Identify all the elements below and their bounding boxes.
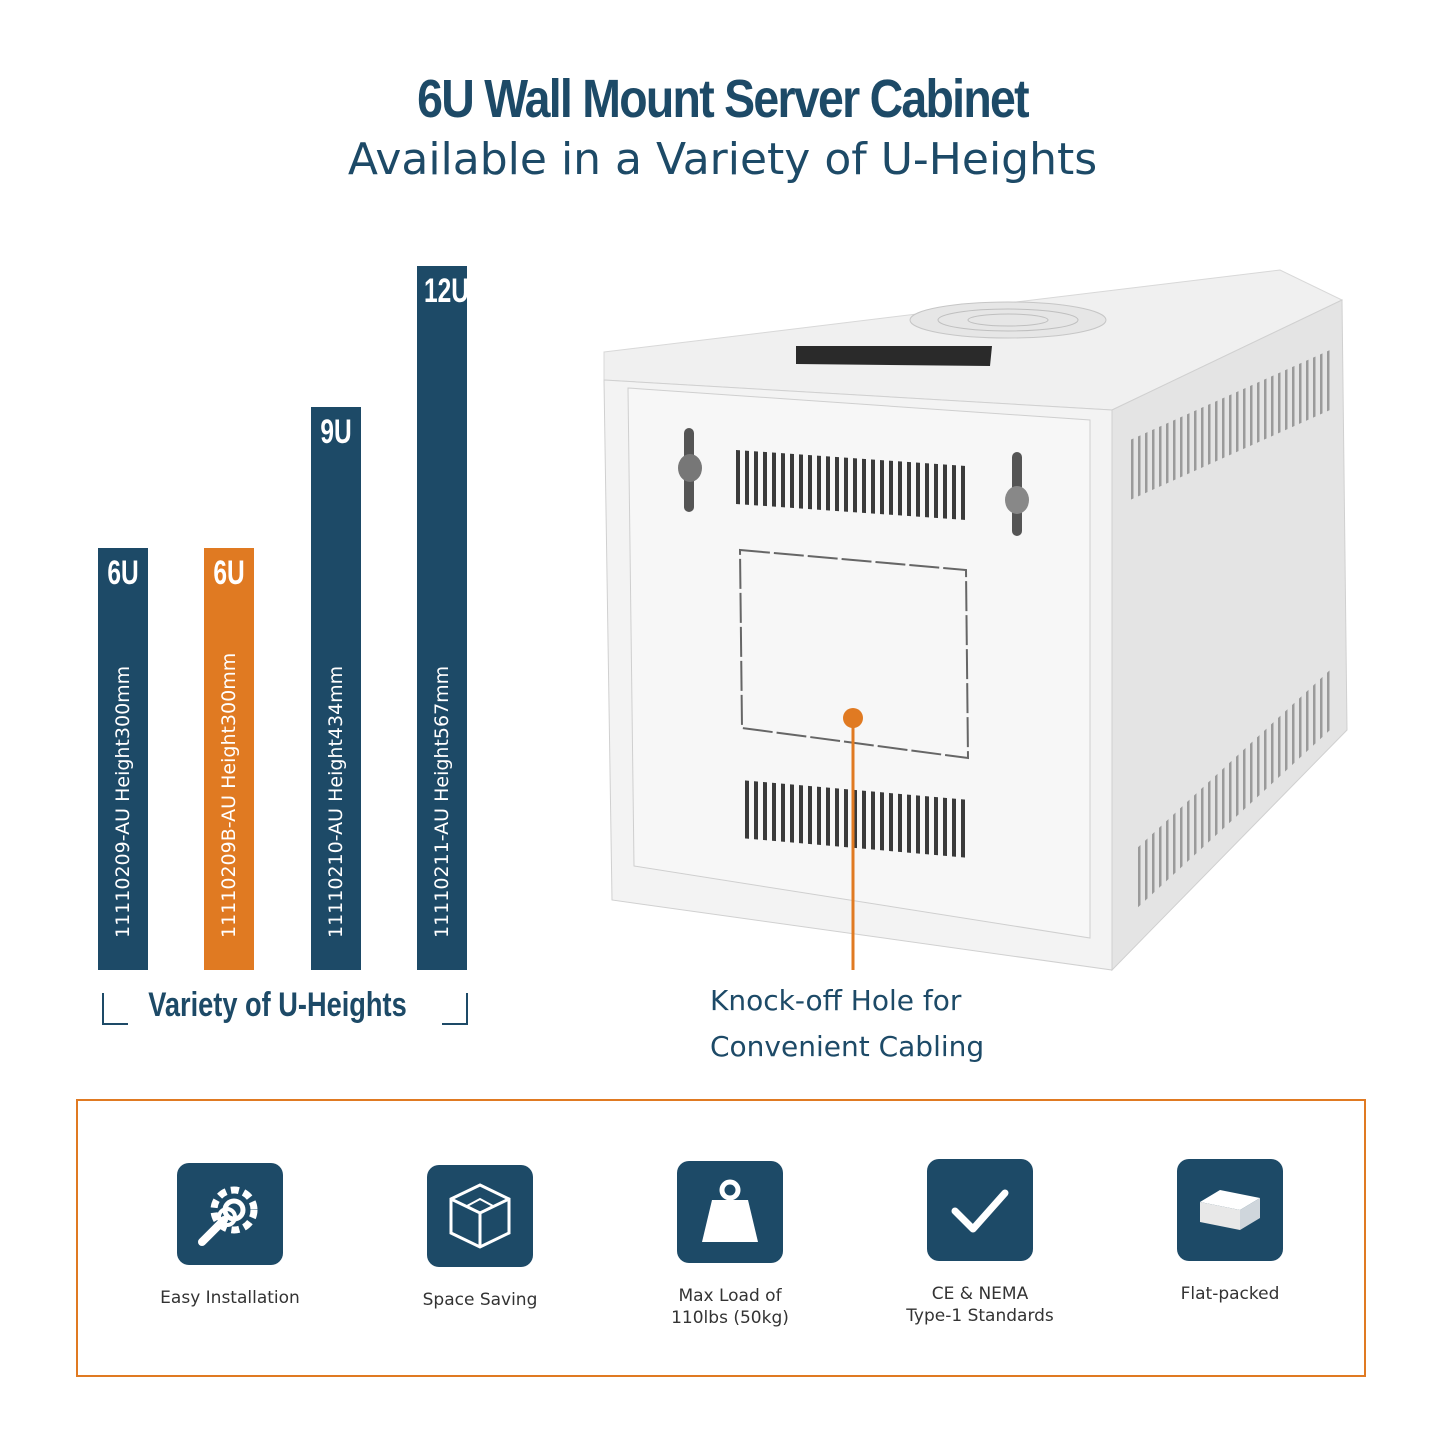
feature-max-load: Max Load of 110lbs (50kg) — [620, 1161, 840, 1329]
page-title: 6U Wall Mount Server Cabinet — [417, 69, 1029, 129]
variant-label: 11110211-AU Height567mm — [431, 665, 453, 938]
feature-label: Easy Installation — [160, 1288, 300, 1308]
knockoff-callout: Knock-off Hole for Convenient Cabling — [710, 978, 984, 1070]
callout-line-2: Convenient Cabling — [710, 1030, 985, 1063]
feature-label: Max Load of 110lbs (50kg) — [671, 1286, 789, 1328]
cabinet-image — [603, 269, 1348, 972]
variety-label: Variety of U-Heights — [148, 986, 407, 1024]
feature-standards: CE & NEMA Type-1 Standards — [870, 1159, 1090, 1327]
gear-wrench-icon — [177, 1163, 283, 1265]
feature-label: Flat-packed — [1180, 1284, 1280, 1304]
feature-label: Space Saving — [422, 1290, 538, 1310]
variant-size: 12U — [424, 272, 469, 310]
callout-line-1: Knock-off Hole for — [710, 984, 962, 1017]
cube-icon — [427, 1165, 533, 1267]
variant-label: 11110210-AU Height434mm — [325, 665, 347, 938]
bracket-left — [102, 993, 128, 1025]
bracket-right — [442, 993, 468, 1025]
feature-flat-packed: Flat-packed — [1120, 1159, 1340, 1305]
feature-space-saving: Space Saving — [370, 1165, 590, 1311]
checkmark-icon — [927, 1159, 1033, 1261]
features-panel: Easy Installation Space Saving Max Load … — [76, 1099, 1366, 1377]
variant-size: 6U — [213, 554, 245, 592]
variant-bar-12u: 12U 11110211-AU Height567mm — [417, 266, 469, 970]
variant-label: 11110209-AU Height300mm — [112, 665, 134, 938]
feature-label: CE & NEMA Type-1 Standards — [906, 1284, 1054, 1326]
variant-bar-6u-b: 6U 11110209B-AU Height300mm — [204, 548, 254, 970]
page-subtitle: Available in a Variety of U-Heights — [347, 134, 1098, 185]
variant-bar-6u: 6U 11110209-AU Height300mm — [98, 548, 148, 970]
flat-box-icon — [1177, 1159, 1283, 1261]
weight-icon — [677, 1161, 783, 1263]
variant-size: 6U — [107, 554, 139, 592]
variant-size: 9U — [320, 413, 352, 451]
variant-bar-9u: 9U 11110210-AU Height434mm — [311, 407, 361, 970]
variant-label: 11110209B-AU Height300mm — [218, 652, 240, 938]
feature-easy-installation: Easy Installation — [120, 1163, 340, 1309]
